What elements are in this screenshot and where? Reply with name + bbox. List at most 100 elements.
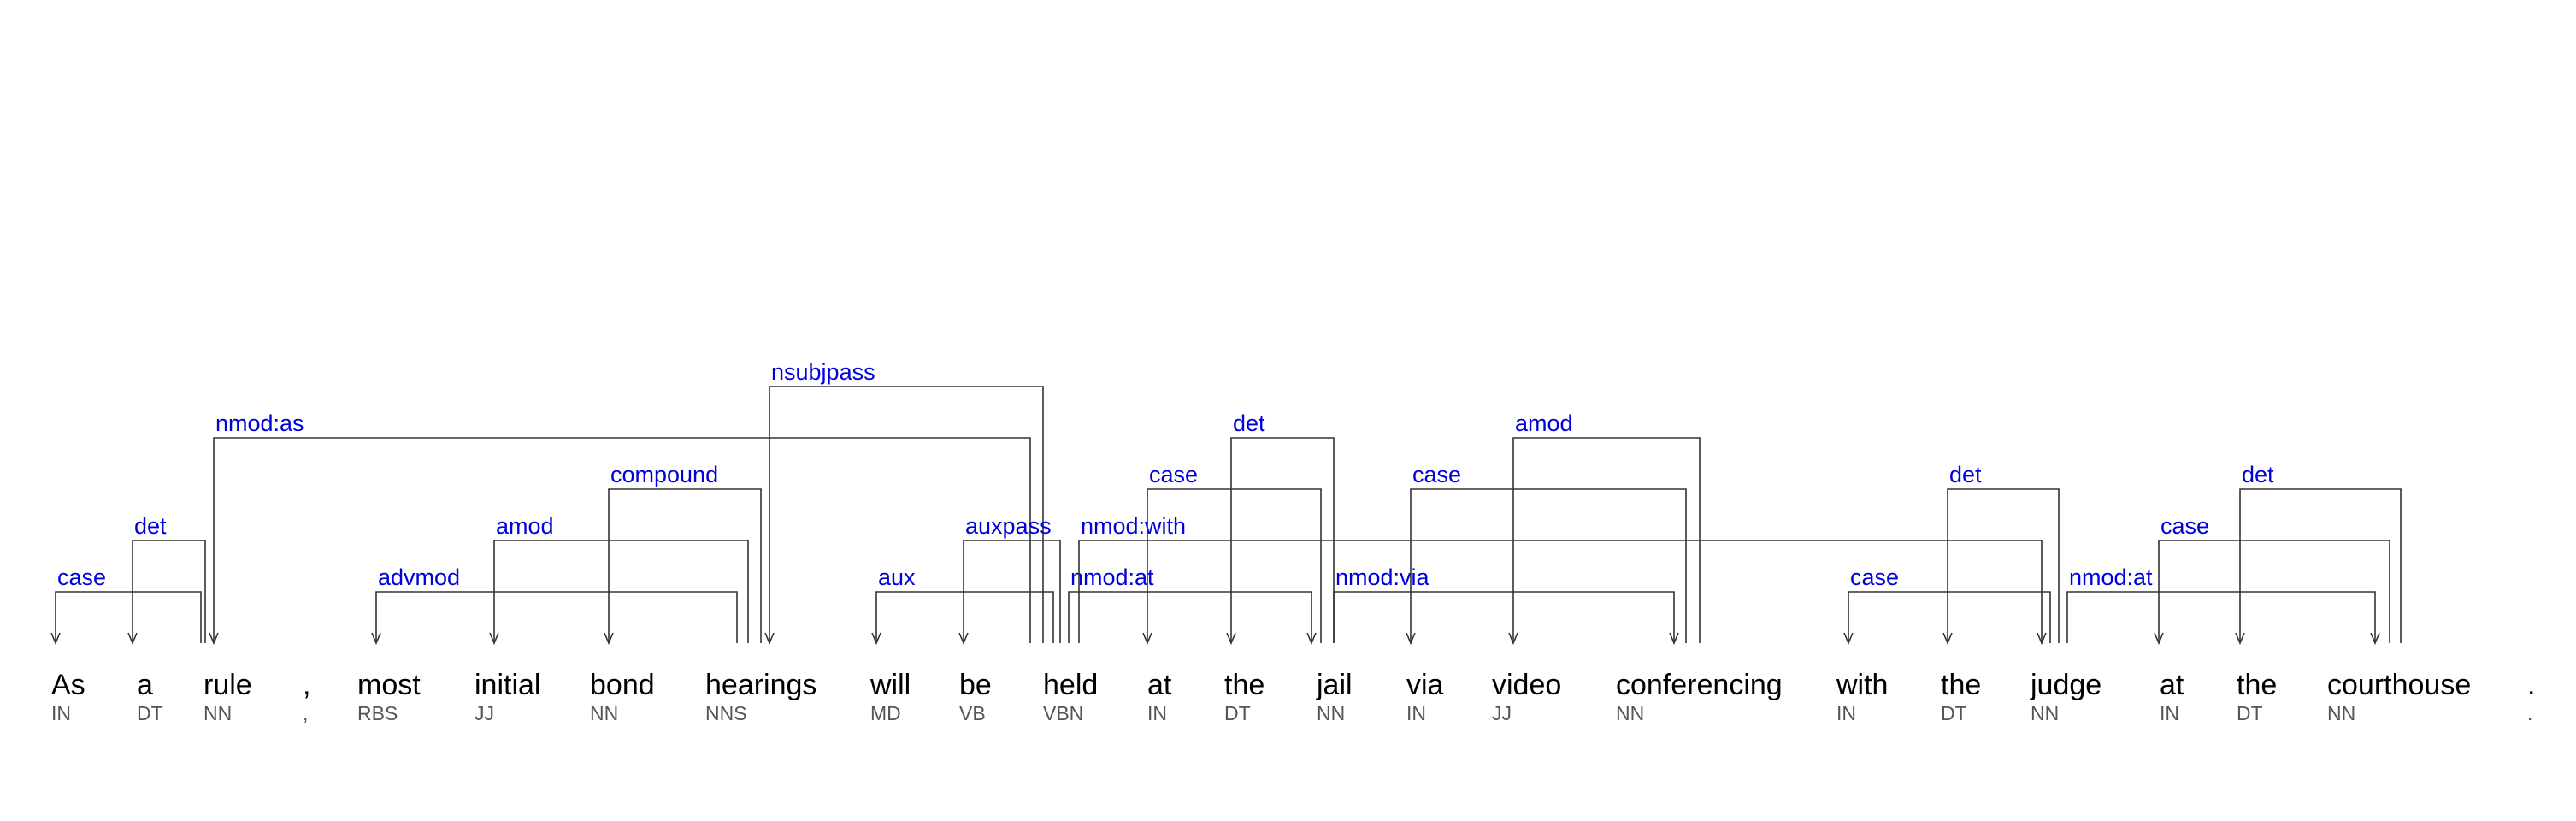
token-word: hearings — [705, 669, 816, 701]
arrow-head-icon — [209, 632, 219, 646]
dependency-arc: det — [1226, 410, 1335, 646]
token-word: most — [357, 669, 421, 701]
token-pos-tag: , — [303, 702, 308, 724]
token-row: AsINaDTruleNN,,mostRBSinitialJJbondNNhea… — [51, 669, 2535, 724]
token-pos-tag: . — [2527, 702, 2532, 724]
arrow-head-icon — [2370, 632, 2380, 646]
token-word: , — [303, 669, 310, 701]
arrow-head-icon — [958, 632, 969, 646]
arrow-head-icon — [1508, 632, 1518, 646]
dependency-arc: aux — [871, 564, 1054, 646]
token: ,, — [303, 669, 310, 724]
token-word: the — [1941, 669, 1981, 701]
dependency-label: advmod — [378, 564, 460, 590]
token-word: held — [1043, 669, 1098, 701]
token-pos-tag: DT — [1941, 702, 1967, 724]
token-pos-tag: VB — [959, 702, 986, 724]
dependency-label: aux — [878, 564, 916, 590]
arrow-head-icon — [2154, 632, 2164, 646]
dependency-label: case — [1850, 564, 1899, 590]
token-pos-tag: DT — [1224, 702, 1251, 724]
arc-line — [1147, 488, 1322, 643]
dependency-label: nmod:at — [1070, 564, 1154, 590]
token-pos-tag: NN — [2031, 702, 2059, 724]
arrow-head-icon — [604, 632, 614, 646]
token-word: will — [869, 669, 911, 701]
token-word: the — [2237, 669, 2277, 701]
dependency-label: det — [1233, 410, 1265, 436]
token-pos-tag: NN — [1616, 702, 1644, 724]
arc-line — [1848, 591, 2051, 643]
arc-line — [1230, 437, 1335, 643]
arc-line — [769, 386, 1044, 643]
arc-line — [493, 540, 749, 643]
dependency-arc: case — [2154, 513, 2390, 646]
arrow-head-icon — [50, 632, 61, 646]
dependency-arc: amod — [1508, 410, 1701, 646]
token-pos-tag: DT — [2237, 702, 2263, 724]
dependency-label: nmod:with — [1081, 513, 1186, 539]
arrow-head-icon — [2037, 632, 2047, 646]
token-pos-tag: IN — [1147, 702, 1167, 724]
dependency-arc: auxpass — [958, 513, 1061, 646]
dependency-label: case — [2160, 513, 2209, 539]
token-pos-tag: IN — [1406, 702, 1426, 724]
dependency-label: nmod:as — [215, 410, 304, 436]
token-word: conferencing — [1616, 669, 1783, 701]
arrow-head-icon — [1306, 632, 1317, 646]
token-word: . — [2527, 669, 2535, 701]
token-pos-tag: JJ — [1492, 702, 1512, 724]
arc-line — [1410, 488, 1687, 643]
dependency-arc: nmod:at — [1068, 564, 1317, 646]
arrow-head-icon — [764, 632, 775, 646]
arc-line — [375, 591, 738, 643]
arc-line — [55, 591, 202, 643]
arrow-head-icon — [127, 632, 138, 646]
token-word: As — [51, 669, 85, 701]
dependency-arc: det — [127, 513, 206, 646]
arc-line — [1947, 488, 2060, 643]
token-pos-tag: IN — [2160, 702, 2179, 724]
arc-line — [2066, 591, 2376, 643]
dependency-label: case — [57, 564, 106, 590]
arrow-head-icon — [1843, 632, 1854, 646]
token-pos-tag: NN — [590, 702, 618, 724]
token-word: courthouse — [2327, 669, 2471, 701]
dependency-arc: case — [1843, 564, 2051, 646]
arc-line — [1068, 591, 1312, 643]
token-pos-tag: JJ — [475, 702, 494, 724]
arrow-head-icon — [871, 632, 881, 646]
arc-line — [875, 591, 1054, 643]
token-word: a — [137, 669, 153, 701]
token-pos-tag: NN — [203, 702, 232, 724]
token-word: the — [1224, 669, 1264, 701]
arrow-head-icon — [1942, 632, 1953, 646]
token: .. — [2527, 669, 2535, 724]
token-word: video — [1492, 669, 1561, 701]
arrow-head-icon — [1226, 632, 1236, 646]
token-pos-tag: IN — [1836, 702, 1856, 724]
dependency-label: case — [1412, 462, 1461, 487]
dependency-label: nmod:at — [2069, 564, 2153, 590]
token-word: at — [1147, 669, 1172, 701]
arc-line — [1512, 437, 1701, 643]
token-word: jail — [1316, 669, 1353, 701]
token-word: judge — [2030, 669, 2101, 701]
token-word: rule — [203, 669, 252, 701]
dependency-label: nsubjpass — [771, 359, 875, 385]
token-word: with — [1836, 669, 1888, 701]
arc-line — [2239, 488, 2402, 643]
dependency-label: det — [134, 513, 167, 539]
dependency-label: det — [2242, 462, 2274, 487]
